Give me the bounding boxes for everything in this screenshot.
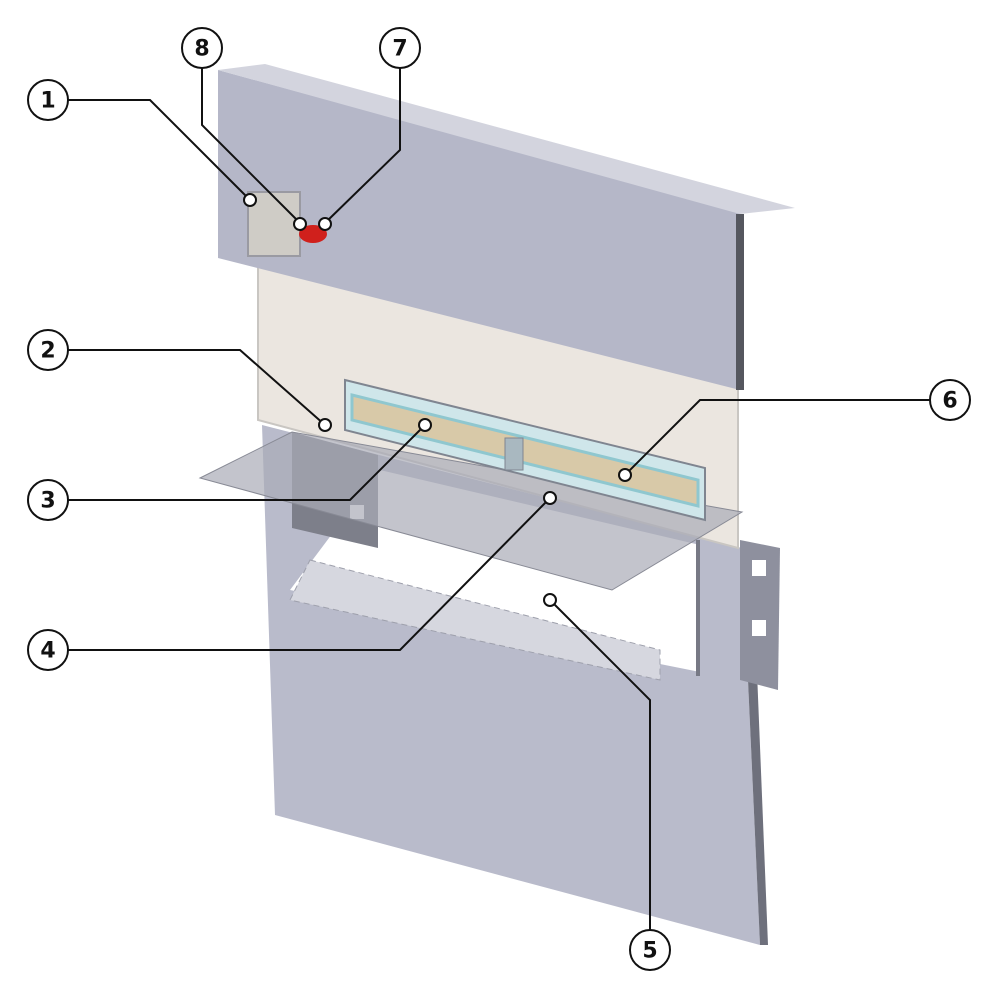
callout-label: 4	[40, 639, 55, 664]
anchor-dot-2	[318, 418, 332, 432]
right-bracket	[740, 540, 780, 690]
callout-label: 8	[194, 37, 209, 62]
top-panel	[218, 70, 740, 390]
shelf-tray	[198, 431, 744, 591]
leader-line-7	[324, 68, 401, 224]
callout-1: 1	[27, 79, 69, 121]
callout-4: 4	[27, 629, 69, 671]
anchor-dot-3	[418, 418, 432, 432]
tube-center-clip	[504, 437, 524, 471]
callout-7: 7	[379, 27, 421, 69]
top-panel-right-edge	[736, 214, 744, 390]
callout-label: 3	[40, 489, 55, 514]
leader-line-2	[68, 349, 326, 426]
right-bracket-slot-bottom	[752, 620, 766, 636]
callout-label: 1	[40, 89, 55, 114]
anchor-dot-8	[293, 217, 307, 231]
callout-8: 8	[181, 27, 223, 69]
anchor-dot-5	[543, 593, 557, 607]
anchor-dot-6	[618, 468, 632, 482]
callout-2: 2	[27, 329, 69, 371]
anchor-dot-7	[318, 217, 332, 231]
leader-line-8	[201, 68, 301, 224]
top-panel-lip	[218, 64, 795, 214]
callout-label: 6	[942, 389, 957, 414]
right-bracket-slot-top	[752, 560, 766, 576]
leader-line-5	[549, 599, 651, 930]
leader-line-3	[68, 424, 426, 501]
anchor-dot-4	[543, 491, 557, 505]
leader-line-6	[624, 399, 930, 476]
callout-6: 6	[929, 379, 971, 421]
slotted-grille	[289, 559, 661, 681]
leader-line-4	[68, 497, 551, 651]
callout-label: 5	[642, 939, 657, 964]
callout-3: 3	[27, 479, 69, 521]
callout-5: 5	[629, 929, 671, 971]
callout-label: 2	[40, 339, 55, 364]
anchor-dot-1	[243, 193, 257, 207]
tube-lamp	[350, 393, 700, 508]
leader-line-1	[68, 99, 251, 201]
red-knob	[299, 225, 327, 243]
callout-label: 7	[392, 37, 407, 62]
